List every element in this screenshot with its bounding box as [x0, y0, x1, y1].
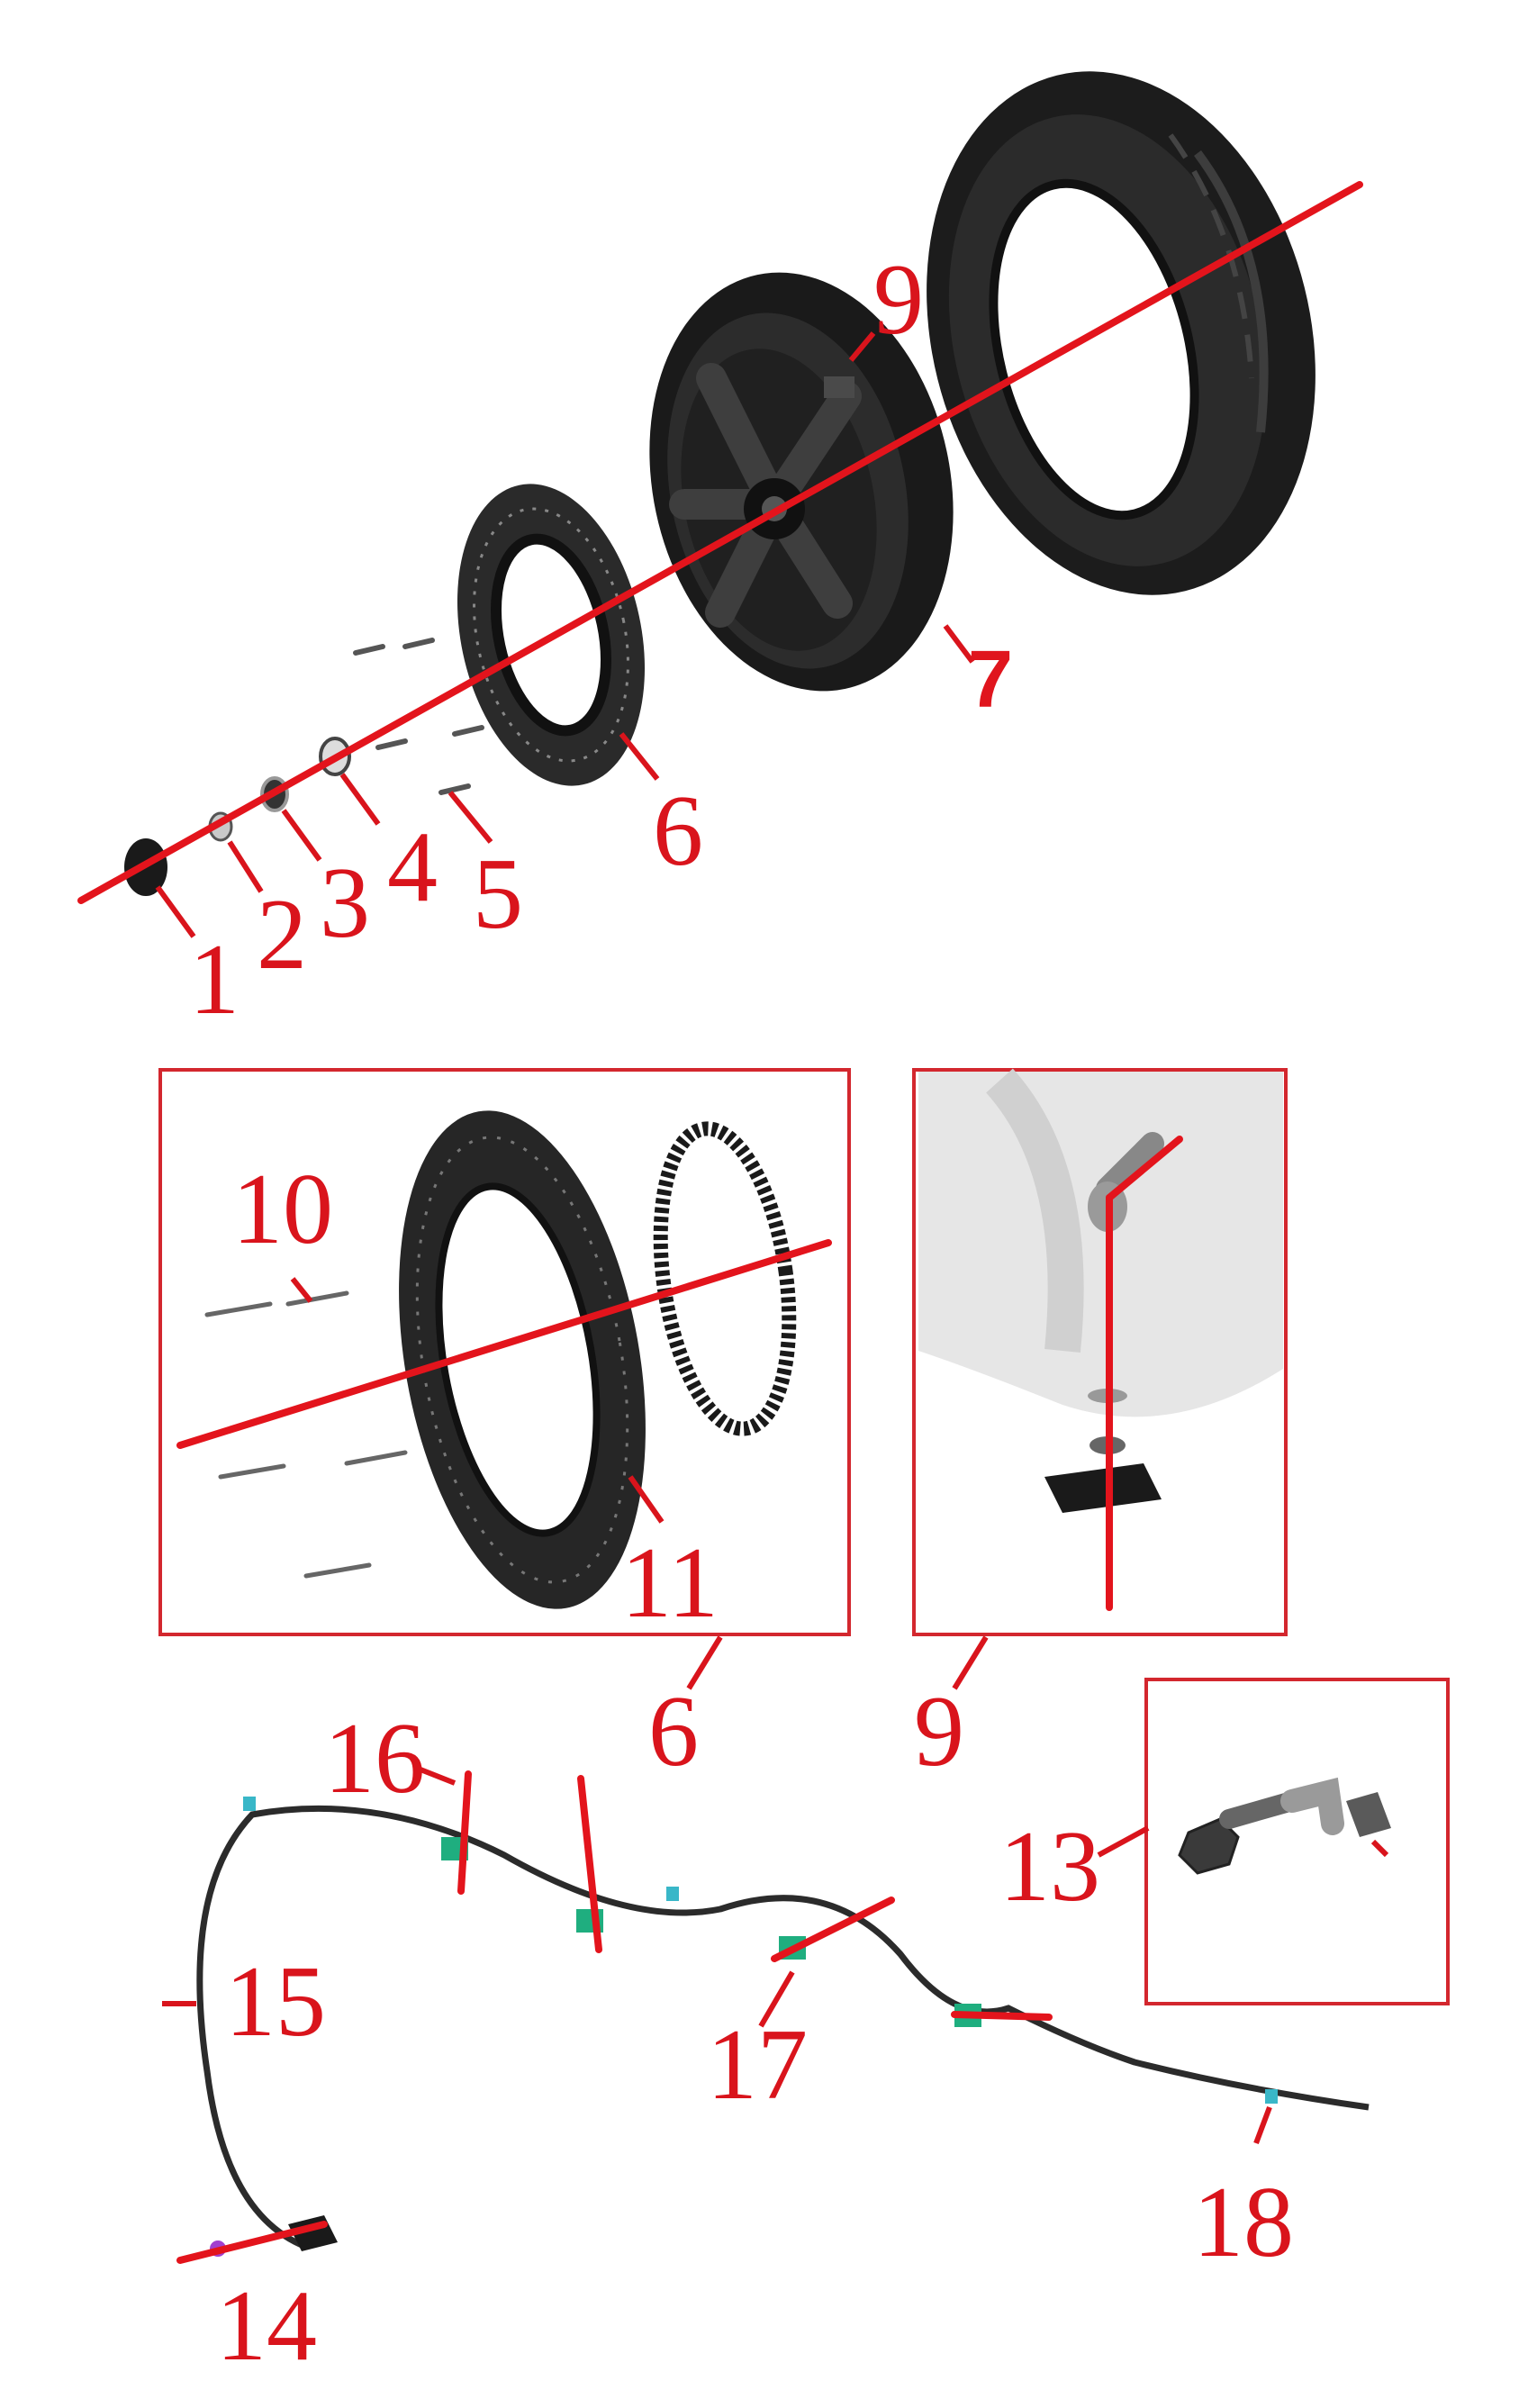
- leader-lines: [155, 331, 975, 938]
- callout-18: 18: [1193, 2167, 1294, 2278]
- detail-box-valve-parts: 13: [999, 1678, 1450, 2005]
- callout-9-detail: 9: [914, 1676, 964, 1788]
- callout-7: 7: [968, 635, 1013, 725]
- detail-box-disc: 10 11 6: [158, 1068, 851, 1788]
- callout-4: 4: [387, 811, 438, 923]
- callout-3: 3: [320, 847, 370, 959]
- callout-5: 5: [473, 838, 523, 950]
- callout-16: 16: [324, 1703, 425, 1815]
- top-assembly: 1 2 3 4 5 6 7 9: [77, 71, 1363, 1036]
- callout-9: 9: [873, 244, 924, 356]
- wheel-rim-icon: [649, 272, 954, 692]
- wire-harness-icon: 14 15 16 17 18: [162, 1703, 1370, 2382]
- callout-15: 15: [225, 1946, 326, 2058]
- callout-10: 10: [232, 1154, 333, 1265]
- callout-11: 11: [621, 1527, 719, 1639]
- bolt-icons: [353, 638, 484, 795]
- callout-6: 6: [653, 775, 703, 887]
- callout-14: 14: [216, 2270, 317, 2382]
- tire-icon: [927, 71, 1316, 595]
- callout-2: 2: [257, 879, 307, 991]
- callout-13: 13: [999, 1811, 1100, 1923]
- assembly-axis: [77, 181, 1363, 904]
- callout-1: 1: [189, 924, 240, 1036]
- detail-box-valve: 9: [912, 1068, 1288, 1788]
- sensor-icon: [1044, 1463, 1162, 1513]
- callout-17: 17: [707, 2009, 808, 2121]
- callout-6-detail: 6: [648, 1676, 699, 1788]
